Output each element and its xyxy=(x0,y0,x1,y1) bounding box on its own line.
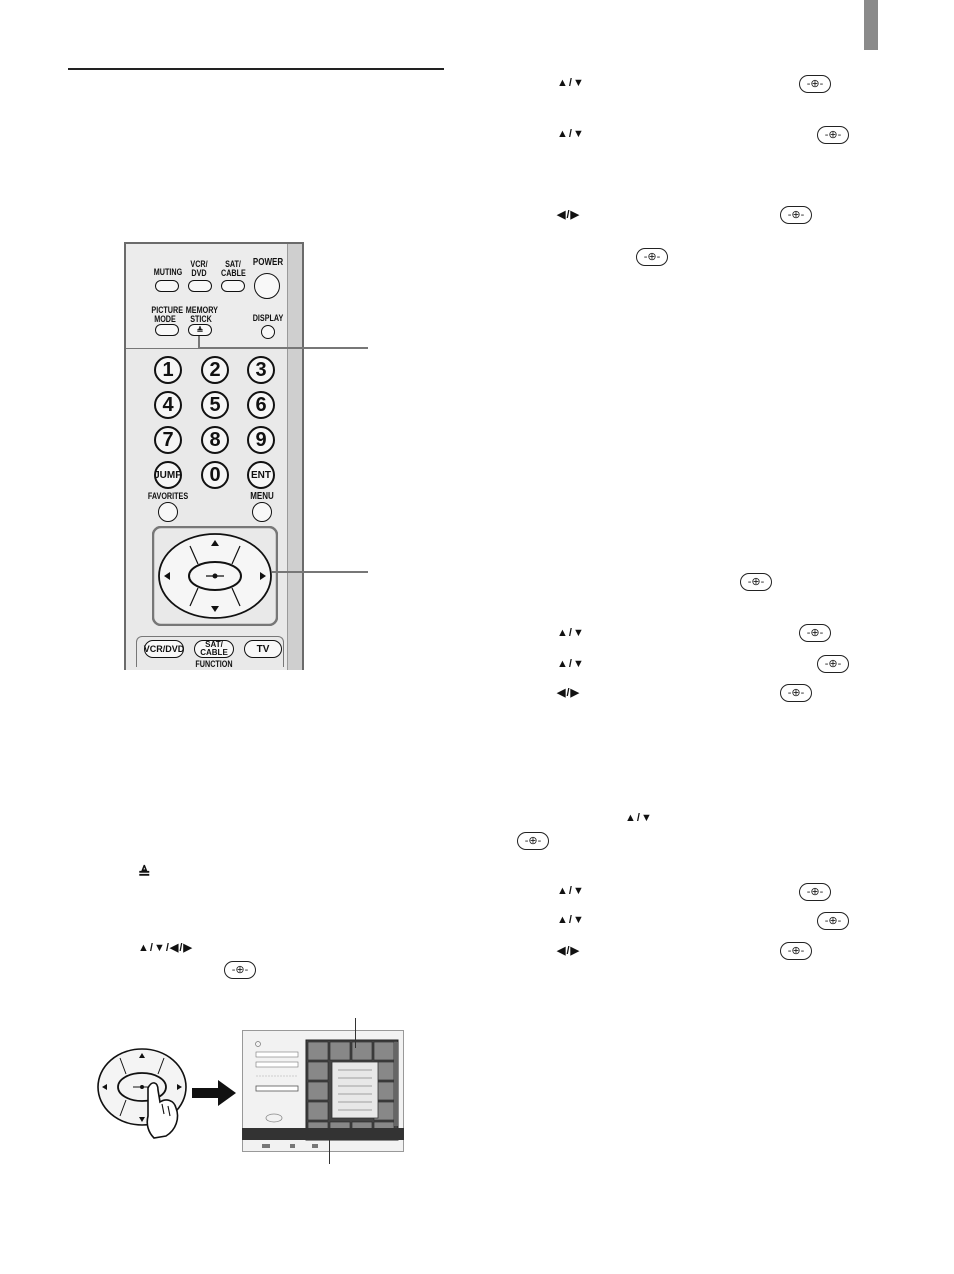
menu-label: MENU xyxy=(250,491,274,502)
arrow-up-icon xyxy=(211,540,219,546)
picture-mode-button[interactable] xyxy=(155,324,179,336)
display-button[interactable] xyxy=(261,325,275,339)
ent-button[interactable]: ENT xyxy=(247,461,275,489)
hand-icon xyxy=(146,1082,179,1139)
memory-stick-callout-line xyxy=(198,347,368,349)
sat-cable-button[interactable] xyxy=(221,280,245,292)
left-right-arrows: ◀/▶ xyxy=(557,945,580,957)
section-heading-rule xyxy=(68,68,444,70)
select-button-icon: -⊕- xyxy=(799,883,831,901)
key-8[interactable]: 8 xyxy=(201,426,229,454)
sat-cable-label: SAT/ CABLE xyxy=(221,259,246,278)
select-dot-icon xyxy=(212,573,218,579)
select-button-icon: -⊕- xyxy=(780,942,812,960)
memory-stick-button[interactable]: ≜ xyxy=(188,324,212,336)
key-1[interactable]: 1 xyxy=(154,356,182,384)
key-5[interactable]: 5 xyxy=(201,391,229,419)
section-tab-marker xyxy=(864,0,878,50)
up-down-arrows: ▲/▼ xyxy=(557,627,585,639)
directional-pad[interactable] xyxy=(152,526,278,626)
select-button-icon: -⊕- xyxy=(780,684,812,702)
arrow-right-icon xyxy=(260,572,266,580)
up-down-arrows: ▲/▼ xyxy=(557,128,585,140)
dpad-callout-line xyxy=(272,571,368,573)
jump-button[interactable]: JUMP xyxy=(154,461,182,489)
power-button[interactable] xyxy=(254,273,280,299)
function-tv-button[interactable]: TV xyxy=(244,640,282,658)
arrow-down-icon xyxy=(139,1117,145,1122)
picture-mode-label: PICTURE MODE xyxy=(151,305,184,324)
select-button-icon: -⊕- xyxy=(817,655,849,673)
left-right-arrows: ◀/▶ xyxy=(557,687,580,699)
key-6[interactable]: 6 xyxy=(247,391,275,419)
tv-screen-illustration xyxy=(242,1030,404,1152)
select-button-icon: -⊕- xyxy=(817,126,849,144)
key-2[interactable]: 2 xyxy=(201,356,229,384)
favorites-button[interactable] xyxy=(158,502,178,522)
select-button-icon: -⊕- xyxy=(817,912,849,930)
four-way-arrows: ▲/▼/◀/▶ xyxy=(138,942,193,954)
favorites-label: FAVORITES xyxy=(147,491,189,501)
screen-bottom-callout-line xyxy=(329,1140,330,1164)
arrow-right-icon xyxy=(192,1080,236,1106)
function-vcr-dvd-button[interactable]: VCR/DVD xyxy=(144,640,184,658)
memory-stick-label: MEMORY STICK xyxy=(185,305,218,324)
up-down-arrows: ▲/▼ xyxy=(557,914,585,926)
arrow-down-icon xyxy=(211,606,219,612)
remote-side-shade xyxy=(287,244,302,670)
arrow-up-icon xyxy=(139,1053,145,1058)
muting-button[interactable] xyxy=(155,280,179,292)
up-down-arrows: ▲/▼ xyxy=(557,658,585,670)
arrow-left-icon xyxy=(164,572,170,580)
remote-control-illustration: MUTING VCR/ DVD SAT/ CABLE POWER PICTURE… xyxy=(124,242,304,670)
select-button-icon: -⊕- xyxy=(517,832,549,850)
memory-stick-callout-stem xyxy=(198,336,200,348)
key-0[interactable]: 0 xyxy=(201,461,229,489)
display-label: DISPLAY xyxy=(252,313,284,323)
muting-label: MUTING xyxy=(153,267,183,277)
key-7[interactable]: 7 xyxy=(154,426,182,454)
select-button-icon: -⊕- xyxy=(780,206,812,224)
key-4[interactable]: 4 xyxy=(154,391,182,419)
select-button-icon: -⊕- xyxy=(799,624,831,642)
select-button-icon: -⊕- xyxy=(740,573,772,591)
left-right-arrows: ◀/▶ xyxy=(557,209,580,221)
key-9[interactable]: 9 xyxy=(247,426,275,454)
dpad-press-illustration xyxy=(97,1048,187,1139)
function-label: FUNCTION xyxy=(191,660,237,669)
vcr-dvd-label: VCR/ DVD xyxy=(190,259,208,278)
up-down-arrows: ▲/▼ xyxy=(557,77,585,89)
screen-top-callout-line xyxy=(355,1018,356,1048)
vcr-dvd-button[interactable] xyxy=(188,280,212,292)
function-group-frame xyxy=(136,636,284,667)
memory-stick-icon: ≜ xyxy=(138,865,151,882)
menu-button[interactable] xyxy=(252,502,272,522)
power-label: POWER xyxy=(252,257,284,268)
up-down-arrows: ▲/▼ xyxy=(625,812,653,824)
select-button-icon: -⊕- xyxy=(799,75,831,93)
select-button-icon: -⊕- xyxy=(636,248,668,266)
up-down-arrows: ▲/▼ xyxy=(557,885,585,897)
select-button-icon: -⊕- xyxy=(224,961,256,979)
arrow-right-icon xyxy=(177,1084,182,1090)
memory-stick-icon xyxy=(265,1113,283,1123)
memory-stick-icon: ≜ xyxy=(196,325,204,335)
key-3[interactable]: 3 xyxy=(247,356,275,384)
arrow-left-icon xyxy=(102,1084,107,1090)
function-sat-cable-button[interactable]: SAT/ CABLE xyxy=(194,640,234,658)
